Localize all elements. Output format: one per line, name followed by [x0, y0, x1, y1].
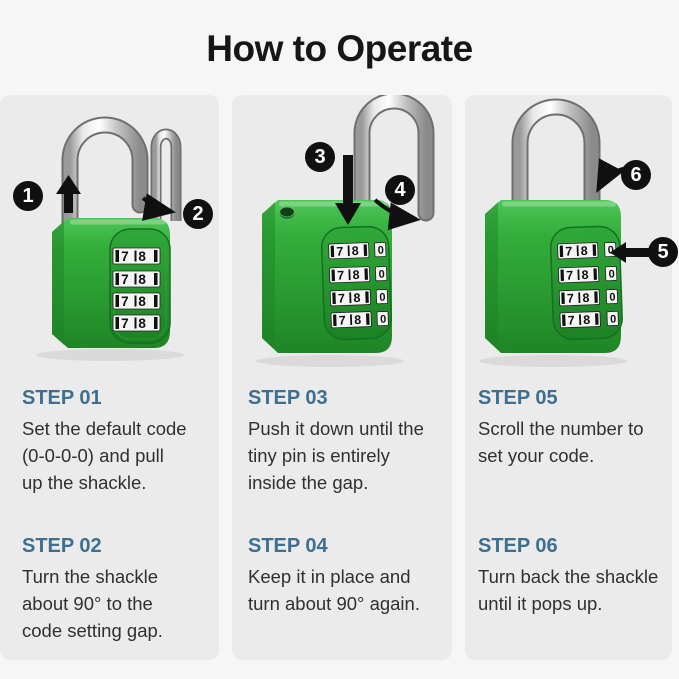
step-02-block: STEP 02 Turn the shackle about 90° to th… [22, 535, 227, 644]
step-05-block: STEP 05 Scroll the number to set your co… [478, 387, 679, 469]
step-badge-1: 1 [13, 181, 43, 211]
shackle [353, 95, 435, 222]
dial-window: 7 8 0 [329, 289, 389, 307]
step-02-body: Turn the shackle about 90° to the code s… [22, 566, 163, 641]
step-04-block: STEP 04 Keep it in place and turn about … [248, 535, 453, 617]
shackle [511, 98, 601, 210]
pull-up-arrow-icon [56, 175, 81, 213]
dial-side-digit: 0 [609, 291, 616, 303]
dial-side-digit: 0 [378, 269, 385, 281]
dial-digits: 7 8 [121, 316, 149, 331]
dial-digits: 7 8 [121, 294, 149, 309]
step-03-heading: STEP 03 [248, 387, 328, 409]
step-05-body: Scroll the number to set your code. [478, 418, 644, 466]
push-down-arrow-icon [335, 155, 361, 225]
step-badge-2: 2 [183, 199, 213, 229]
padlock-steps-5-6-illustration: 7 8 0 7 8 0 7 8 0 7 8 [479, 98, 654, 367]
dial-digits: 7 8 [121, 272, 149, 287]
step-01-block: STEP 01 Set the default code (0-0-0-0) a… [22, 387, 227, 496]
dial-digits: 7 8 [565, 244, 590, 259]
step-06-body: Turn back the shackle until it pops up. [478, 566, 659, 614]
dial-window: 7 8 [112, 292, 161, 310]
dial-window: 7 8 0 [558, 266, 618, 284]
dial-window: 7 8 0 [557, 242, 617, 260]
step-03-body: Push it down until the tiny pin is entir… [248, 418, 424, 493]
step-04-heading: STEP 04 [248, 535, 328, 557]
scroll-left-arrow-icon [610, 242, 654, 263]
dial-housing: 7 8 0 7 8 0 7 8 0 7 8 [320, 225, 392, 341]
step-01-heading: STEP 01 [22, 387, 102, 409]
dial-window: 7 8 [112, 270, 161, 288]
dial-digits: 7 8 [338, 291, 363, 306]
dial-side-digit: 0 [378, 245, 385, 257]
step-06-block: STEP 06 Turn back the shackle until it p… [478, 535, 679, 617]
step-02-heading: STEP 02 [22, 535, 102, 557]
dial-window: 7 8 0 [330, 311, 389, 329]
dial-side-digit: 0 [610, 313, 617, 325]
padlock-steps-1-2-illustration: 7 8 7 8 7 8 7 8 [36, 116, 184, 361]
lock-shadow [256, 355, 404, 367]
lock-shadow [479, 355, 627, 367]
step-badge-6: 6 [621, 160, 651, 190]
rotate-arrow-icon [373, 198, 421, 231]
dial-digits: 7 8 [337, 268, 362, 283]
rotate-arrow-icon [141, 193, 176, 221]
step-badge-3: 3 [305, 142, 335, 172]
step-01-body: Set the default code (0-0-0-0) and pull … [22, 418, 187, 493]
dial-window: 7 8 0 [559, 311, 619, 329]
step-badge-4: 4 [385, 175, 415, 205]
dial-housing: 7 8 0 7 8 0 7 8 0 7 8 [549, 225, 623, 341]
step-04-body: Keep it in place and turn about 90° agai… [248, 566, 420, 614]
dial-housing: 7 8 7 8 7 8 7 8 [109, 228, 171, 344]
dial-side-digit: 0 [380, 314, 387, 326]
page-title: How to Operate [206, 28, 473, 69]
dial-window: 7 8 [112, 314, 161, 332]
dial-side-digit: 0 [608, 244, 615, 256]
step-06-heading: STEP 06 [478, 535, 558, 557]
dial-window: 7 8 0 [558, 289, 619, 307]
dial-digits: 7 8 [567, 291, 592, 306]
dial-digits: 7 8 [568, 313, 593, 328]
dial-window: 7 8 0 [328, 242, 387, 260]
column-card-2 [232, 95, 452, 660]
dial-side-digit: 0 [379, 292, 386, 304]
dial-digits: 7 8 [339, 313, 364, 328]
step-03-block: STEP 03 Push it down until the tiny pin … [248, 387, 453, 496]
dial-digits: 7 8 [566, 268, 591, 283]
dial-window: 7 8 [112, 247, 161, 265]
step-badge-5: 5 [648, 237, 678, 267]
lock-shadow [36, 349, 184, 361]
dial-window: 7 8 0 [329, 266, 388, 284]
shackle [61, 116, 182, 239]
step-05-heading: STEP 05 [478, 387, 558, 409]
dial-digits: 7 8 [336, 244, 361, 259]
dial-side-digit: 0 [608, 268, 615, 280]
padlock-steps-3-4-illustration: 7 8 0 7 8 0 7 8 0 7 8 [256, 95, 435, 367]
dial-digits: 7 8 [121, 249, 149, 264]
